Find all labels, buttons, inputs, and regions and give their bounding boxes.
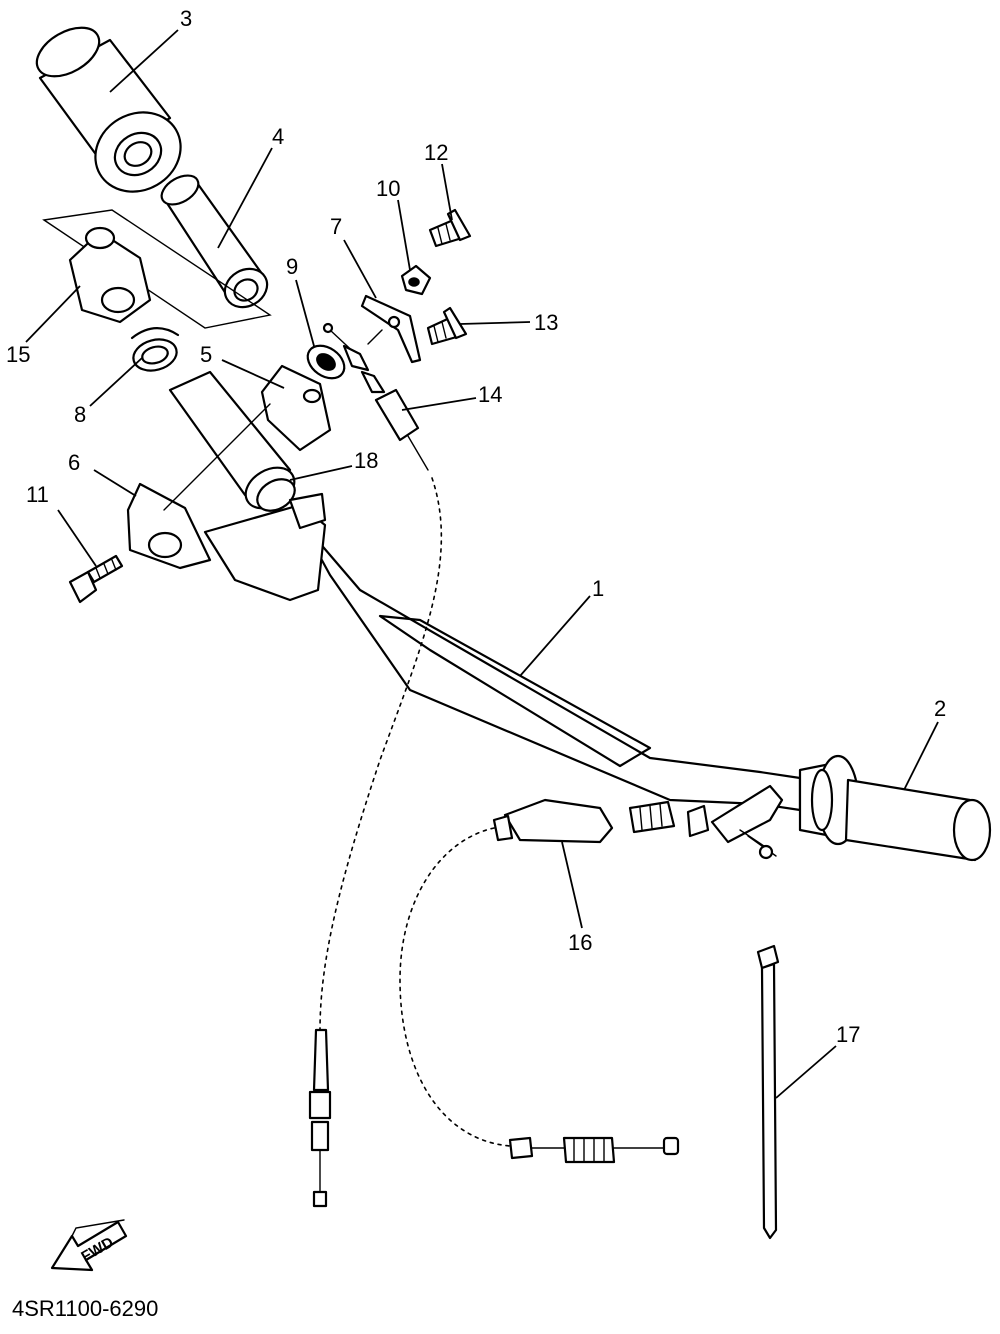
clamp-block-tab	[288, 492, 327, 530]
part-6-housing-lower[interactable]	[126, 482, 212, 570]
part-10-nut[interactable]	[400, 264, 432, 296]
callout-9: 9	[286, 254, 298, 279]
part-9-pulley[interactable]	[302, 339, 351, 385]
cable-fittings	[322, 322, 386, 394]
part-1-handlebar[interactable]	[298, 518, 841, 812]
part-15-switch-housing[interactable]	[42, 209, 272, 329]
callout-18: 18	[354, 448, 378, 473]
part-17-cable-tie[interactable]	[756, 944, 780, 1240]
callout-8: 8	[74, 402, 86, 427]
drawing-code: 4SR1100-6290	[12, 1296, 159, 1321]
part-11-bolt[interactable]	[68, 554, 124, 604]
callout-11: 11	[26, 482, 49, 507]
leader-lines	[25, 29, 939, 1099]
part-8-ring[interactable]	[130, 327, 180, 375]
callout-2: 2	[934, 696, 946, 721]
callout-13: 13	[534, 310, 558, 335]
callout-4: 4	[272, 124, 284, 149]
callout-15: 15	[6, 342, 30, 367]
lever-perch	[628, 784, 784, 860]
part-12-screw[interactable]	[428, 208, 472, 248]
part-4-throttle-tube[interactable]	[157, 170, 274, 315]
part-16-clutch-cable[interactable]	[399, 798, 680, 1164]
callout-5: 5	[200, 342, 212, 367]
callout-6: 6	[68, 450, 80, 475]
callout-17: 17	[836, 1022, 860, 1047]
callout-16: 16	[568, 930, 592, 955]
callout-12: 12	[424, 140, 448, 165]
part-7-bracket[interactable]	[360, 294, 422, 364]
part-5-housing-upper[interactable]	[260, 364, 332, 452]
part-2-right-grip[interactable]	[798, 754, 992, 862]
part-13-screw[interactable]	[426, 306, 468, 346]
callout-7: 7	[330, 214, 342, 239]
part-14-throttle-cable[interactable]	[308, 388, 443, 1208]
callout-numbers: 3 4 12 10 7 9 13 15 5 14 8 18 6 11 1 2 1…	[6, 6, 946, 1047]
fwd-direction-arrow: FWD	[50, 1219, 128, 1272]
callout-14: 14	[478, 382, 502, 407]
callout-1: 1	[592, 576, 604, 601]
callout-10: 10	[376, 176, 400, 201]
part-18-collar[interactable]	[238, 459, 301, 517]
bar-end-tube	[168, 370, 292, 497]
part-3-left-grip[interactable]	[29, 18, 196, 207]
callout-3: 3	[180, 6, 192, 31]
